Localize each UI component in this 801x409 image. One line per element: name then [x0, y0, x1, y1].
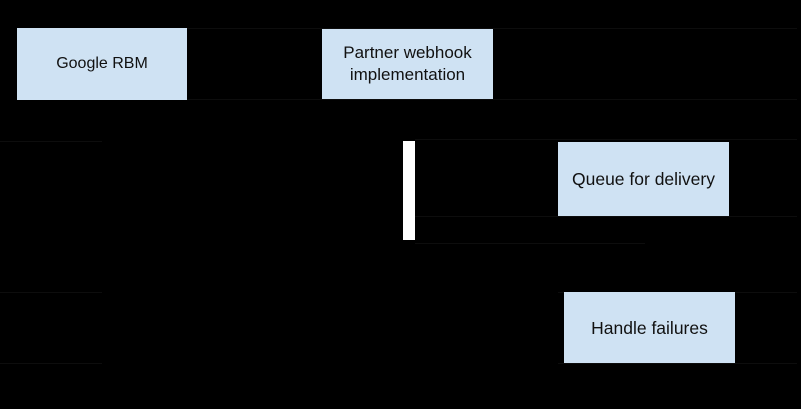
- row-boundary-line: [415, 139, 797, 140]
- row-boundary-line: [0, 292, 102, 293]
- node-queue-for-delivery-label: Queue for delivery: [572, 169, 715, 189]
- row-boundary-line: [17, 28, 797, 29]
- row-boundary-line: [0, 363, 102, 364]
- node-google-rbm-label: Google RBM: [56, 55, 148, 72]
- node-partner-webhook-implementation-label: Partner webhook implementation: [343, 43, 472, 84]
- row-boundary-line: [0, 141, 102, 142]
- activation-bar: [403, 141, 415, 240]
- node-queue-for-delivery: Queue for delivery: [558, 142, 729, 216]
- row-boundary-line: [415, 243, 645, 244]
- row-boundary-line: [415, 216, 797, 217]
- row-boundary-line: [558, 363, 797, 364]
- node-handle-failures-label: Handle failures: [591, 317, 708, 338]
- row-boundary-line: [17, 99, 797, 100]
- node-google-rbm: Google RBM: [17, 28, 187, 100]
- node-handle-failures: Handle failures: [564, 292, 735, 363]
- node-partner-webhook-implementation: Partner webhook implementation: [322, 29, 493, 99]
